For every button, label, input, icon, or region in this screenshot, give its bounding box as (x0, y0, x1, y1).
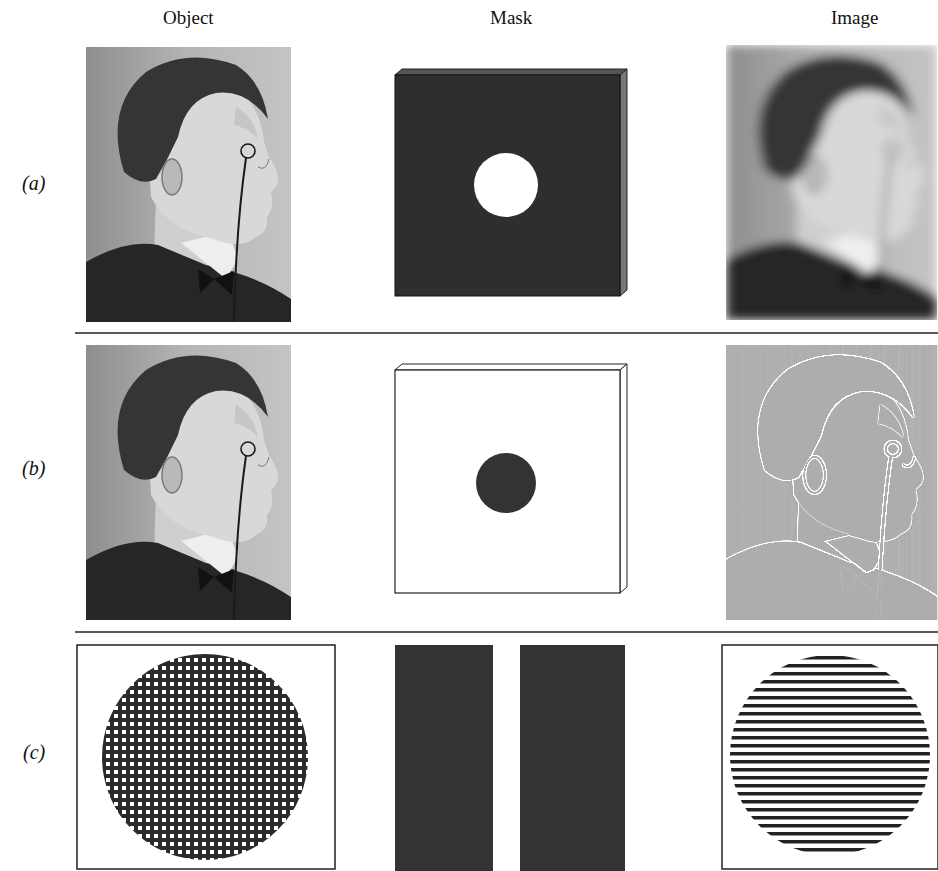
row-label: (b) (22, 457, 45, 479)
grid-object (77, 645, 335, 869)
highpass-mask (395, 364, 627, 593)
row-divider (75, 631, 938, 633)
column-header: Image (831, 8, 878, 29)
row-label: (a) (22, 172, 45, 194)
row-divider (75, 332, 938, 334)
slit-mask (395, 645, 625, 871)
line-image (722, 645, 938, 869)
object-portrait (86, 47, 291, 322)
lowpass-mask (395, 69, 627, 296)
lowpass-image (726, 45, 937, 320)
column-header: Mask (490, 8, 532, 29)
highpass-image (726, 345, 937, 620)
column-header: Object (163, 8, 214, 29)
row-label: (c) (23, 741, 45, 763)
object-portrait (86, 345, 291, 620)
